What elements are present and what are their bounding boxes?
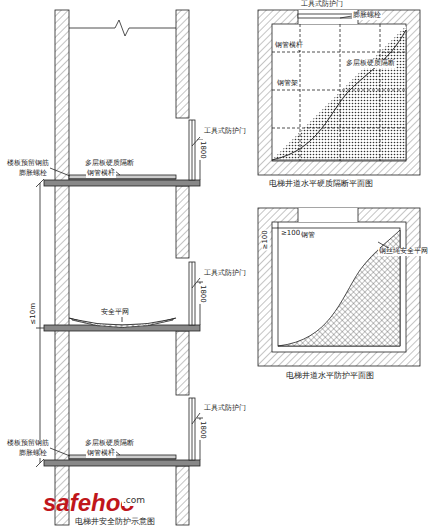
part-label: 钢管架: [276, 80, 299, 88]
part-label: 1800: [198, 284, 206, 304]
part-label: 楼板预留钢筋: [6, 440, 50, 448]
part-label: 钢管横杆: [86, 170, 116, 178]
part-label: 膨胀螺栓: [18, 170, 48, 178]
figure-caption: 电梯井安全防护示意图: [74, 518, 156, 527]
dimension: ≤10m: [30, 302, 38, 326]
part-label: 钢管: [300, 232, 316, 240]
dimension: ≥100: [262, 229, 270, 250]
part-label: 工具式防护门: [203, 405, 247, 413]
part-label: 安全平网: [100, 309, 130, 317]
watermark: .com: [122, 496, 146, 506]
part-label: 工具式防护门: [203, 128, 247, 136]
part-label: 1800: [198, 420, 206, 440]
plan-title: 电梯井道水平硬质隔断平面图: [268, 180, 374, 189]
part-label: 膨胀螺栓: [352, 12, 382, 20]
part-label: 楼板预留钢筋: [6, 160, 50, 168]
part-label: 多层板硬质隔断: [345, 60, 396, 68]
part-label: 膨胀螺栓: [18, 450, 48, 458]
part-label: 工具式防护门: [203, 270, 247, 278]
part-label: 钢管横杆: [274, 42, 304, 50]
part-label: 钢丝绳安全平网: [378, 248, 429, 256]
part-label: 1800: [198, 140, 206, 160]
plan-title: 电梯井道水平防护平面图: [285, 372, 375, 381]
part-label: 钢管横杆: [86, 450, 116, 458]
part-label: 工具式防护门: [300, 1, 344, 9]
part-label: 多层板硬质隔断: [84, 160, 135, 168]
dimension: ≥100: [280, 230, 301, 238]
part-label: 多层板硬质隔断: [84, 440, 135, 448]
